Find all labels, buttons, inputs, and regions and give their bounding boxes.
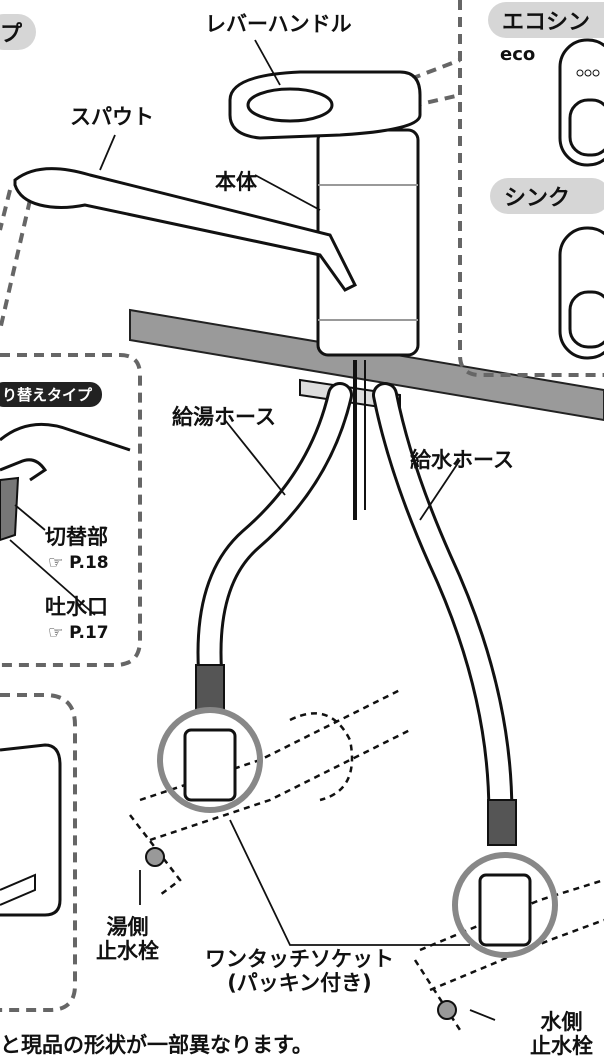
eco-label: eco bbox=[500, 44, 536, 65]
cold-socket-highlight bbox=[452, 852, 558, 958]
switching-part-nozzle bbox=[0, 476, 20, 542]
outlet-label: 吐水口 bbox=[45, 595, 108, 619]
hot-hose-label: 給湯ホース bbox=[172, 405, 276, 429]
body-inset-frame bbox=[0, 693, 77, 1012]
switch-inset-faucet bbox=[0, 422, 131, 482]
hand-pointer-icon: ☞ bbox=[48, 553, 64, 573]
cold-valve-label: 水側 止水栓 bbox=[530, 1010, 593, 1059]
eco-switch-pill: エコシン bbox=[488, 2, 604, 38]
leader-lines bbox=[9, 39, 496, 1021]
body-inset-faucet bbox=[0, 743, 62, 917]
spout bbox=[13, 167, 358, 292]
cold-hose-label: 給水ホース bbox=[410, 448, 514, 472]
hand-pointer-icon: ☞ bbox=[48, 623, 64, 643]
callout-dashed-lines bbox=[0, 58, 461, 331]
socket-label: ワンタッチソケット (パッキン付き) bbox=[205, 947, 394, 996]
top-left-pill: プ bbox=[0, 14, 37, 50]
sink-pill: シンク bbox=[490, 178, 604, 214]
countertop bbox=[129, 308, 604, 422]
lever-handle-label: レバーハンドル bbox=[205, 12, 352, 36]
footer-note: と現品の形状が一部異なります。 bbox=[0, 1033, 313, 1057]
switching-part-ref: ☞ P.18 bbox=[48, 553, 109, 573]
switch-type-pill: り替えタイプ bbox=[0, 382, 103, 407]
hot-valve-label: 湯側 止水栓 bbox=[96, 915, 159, 964]
outlet-ref: ☞ P.17 bbox=[48, 623, 109, 643]
switching-part-label: 切替部 bbox=[45, 525, 108, 549]
switch-inset-frame bbox=[0, 353, 142, 667]
hot-socket-highlight bbox=[157, 707, 263, 813]
body-label: 本体 bbox=[215, 170, 257, 194]
spout-label: スパウト bbox=[70, 105, 154, 129]
